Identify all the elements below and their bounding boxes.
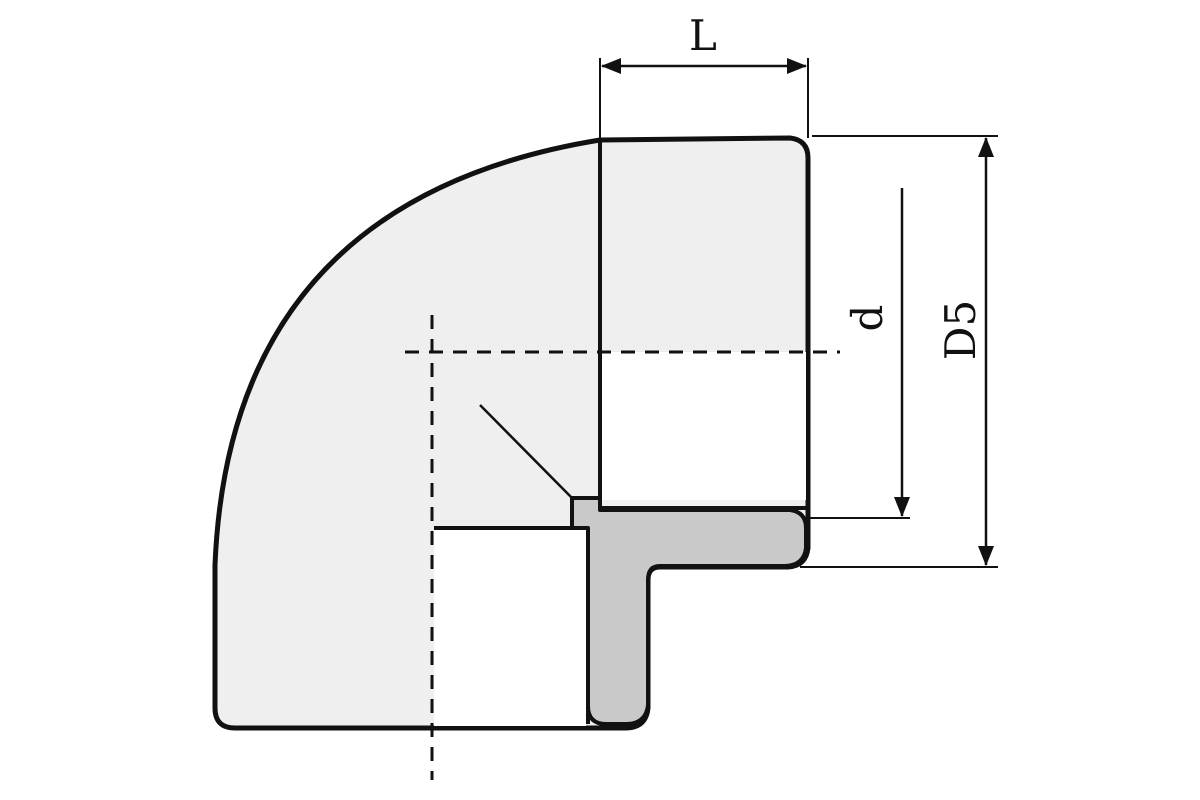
wall-section <box>570 496 808 726</box>
right-socket-bore <box>600 352 806 500</box>
bottom-socket-bore <box>434 528 586 726</box>
length-label: L <box>689 11 717 60</box>
section-leader-line <box>479 404 575 501</box>
inner-diameter-label: d <box>843 305 892 332</box>
outer-diameter-label: D5 <box>936 300 985 360</box>
